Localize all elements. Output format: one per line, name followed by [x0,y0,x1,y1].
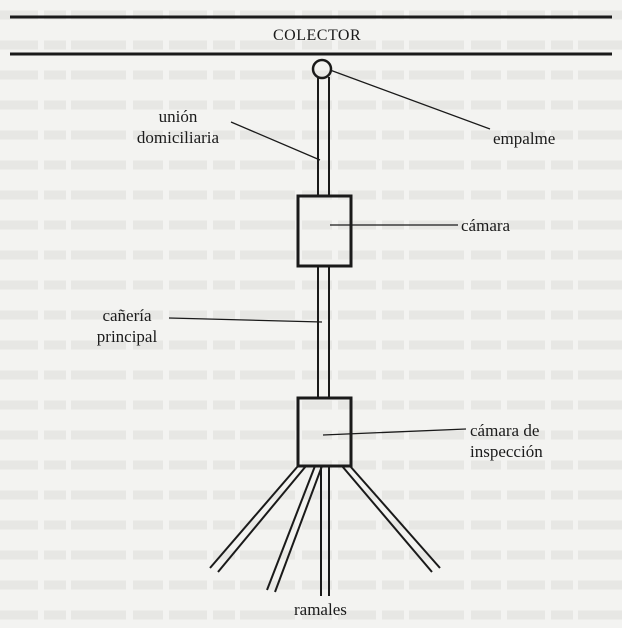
empalme-joint [311,58,333,80]
label-colector: COLECTOR [273,27,362,44]
label-camara-inspeccion: cámara de inspección [470,420,543,462]
ramales-pipes [209,465,441,596]
label-union-domiciliaria: unión domiciliaria [116,106,240,148]
leader-union [230,121,321,161]
label-camara: cámara [461,216,511,235]
label-union-line1: unión [158,107,198,126]
label-ramales: ramales [294,600,347,619]
label-caneria-line2: principal [96,327,158,346]
camara-box [296,194,353,268]
label-camara-inspeccion-line1: cámara de [470,421,540,440]
label-union-line2: domiciliaria [136,128,220,147]
label-caneria-principal: cañería principal [86,305,168,347]
camara-inspeccion-box [296,396,353,468]
leader-lines [168,69,491,436]
leader-empalme [329,69,491,130]
label-empalme: empalme [493,129,556,148]
main-pipe [317,77,330,398]
label-caneria-line1: cañería [102,306,152,325]
leader-caneria [168,317,323,323]
leader-camara-inspeccion [322,428,467,436]
label-camara-inspeccion-line2: inspección [470,442,543,461]
